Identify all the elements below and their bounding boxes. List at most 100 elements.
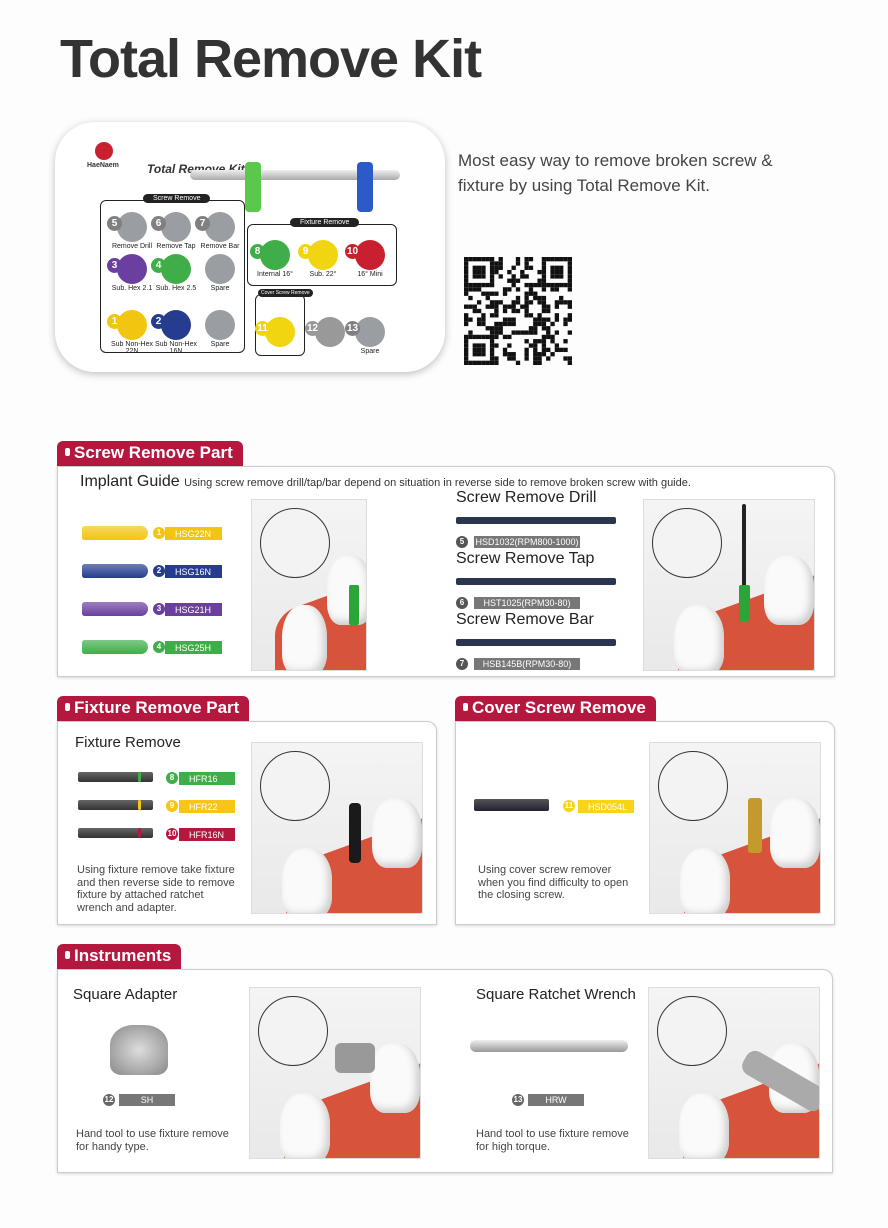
slot-number: 2 bbox=[151, 314, 166, 329]
fixture-remove-desc: Using fixture remove take fixture and th… bbox=[77, 864, 235, 914]
fixture-remover-image bbox=[78, 772, 153, 782]
color-band bbox=[138, 828, 141, 838]
ratchet-wrench-image bbox=[190, 170, 400, 180]
slot-label: Internal 16° bbox=[257, 271, 293, 278]
page-title: Total Remove Kit bbox=[60, 29, 482, 89]
fixture-remover-image bbox=[78, 828, 153, 838]
kit-slot bbox=[161, 212, 191, 242]
item-number: 9 bbox=[166, 800, 178, 812]
tool-number: 7 bbox=[456, 658, 468, 670]
implant-guide-image bbox=[82, 602, 148, 616]
slot-number: 7 bbox=[195, 216, 210, 231]
ratchet-wrench-image bbox=[470, 1040, 628, 1052]
guide-number: 3 bbox=[153, 603, 165, 615]
slot-label: Sub. 22° bbox=[309, 271, 337, 278]
slot-number: 5 bbox=[107, 216, 122, 231]
slot-label: Remove Drill bbox=[111, 243, 153, 250]
cover-screw-desc: Using cover screw remover when you find … bbox=[478, 864, 629, 901]
kit-slot bbox=[205, 254, 235, 284]
tooth-icon bbox=[463, 703, 468, 711]
kit-slot bbox=[161, 310, 191, 340]
cover-screw-panel: 11 HSD054L Using cover screw remover whe… bbox=[455, 721, 835, 925]
tab-instruments: Instruments bbox=[57, 944, 182, 969]
square-adapter-heading: Square Adapter bbox=[73, 986, 178, 1003]
tool-name: Screw Remove Tap bbox=[456, 550, 595, 567]
section-title: Fixture Remove Part bbox=[74, 698, 240, 717]
tool-number: 6 bbox=[456, 597, 468, 609]
fixture-remove-illustration bbox=[251, 742, 423, 914]
tooth-icon bbox=[65, 951, 70, 959]
kit-slot bbox=[260, 240, 290, 270]
group-label: Cover Screw Remove bbox=[258, 289, 313, 297]
item-number: 12 bbox=[103, 1094, 115, 1106]
cover-screw-illustration bbox=[649, 742, 821, 914]
slot-number: 9 bbox=[298, 244, 313, 259]
kit-slot bbox=[117, 254, 147, 284]
kit-slot bbox=[117, 212, 147, 242]
group-label: Fixture Remove bbox=[290, 218, 360, 227]
tool-image bbox=[456, 517, 616, 524]
item-code: HRW bbox=[528, 1094, 584, 1106]
tab-fixture-remove-part: Fixture Remove Part bbox=[57, 696, 250, 721]
guide-code: HSG22N bbox=[165, 527, 222, 540]
slot-number: 6 bbox=[151, 216, 166, 231]
fixture-remove-heading: Fixture Remove bbox=[75, 734, 181, 751]
slot-label: Sub. Hex 2.5 bbox=[155, 285, 197, 292]
slot-number: 1 bbox=[107, 314, 122, 329]
guide-code: HSG21H bbox=[165, 603, 222, 616]
screw-remove-group: Screw Remove bbox=[100, 194, 245, 353]
implant-guide-image bbox=[82, 526, 148, 540]
tool-number: 5 bbox=[456, 536, 468, 548]
implant-guide-heading: Implant Guide bbox=[80, 473, 180, 490]
slot-label: Spare bbox=[360, 348, 380, 355]
kit-slot bbox=[265, 317, 295, 347]
implant-guide-illustration bbox=[251, 499, 367, 671]
fixture-remover-image bbox=[78, 800, 153, 810]
screw-drill-illustration bbox=[643, 499, 815, 671]
tooth-icon bbox=[65, 448, 70, 456]
guide-code: HSG16N bbox=[165, 565, 222, 578]
item-code: SH bbox=[119, 1094, 175, 1106]
kit-slot bbox=[117, 310, 147, 340]
color-band bbox=[138, 800, 141, 810]
instruments-panel: Square Adapter 12 SH Hand tool to use fi… bbox=[57, 969, 833, 1173]
item-number: 13 bbox=[512, 1094, 524, 1106]
implant-guide-image bbox=[82, 640, 148, 654]
guide-number: 1 bbox=[153, 527, 165, 539]
item-code: HSD054L bbox=[578, 800, 634, 813]
slot-number: 12 bbox=[305, 321, 320, 336]
tool-image bbox=[456, 578, 616, 585]
tool-name: Screw Remove Drill bbox=[456, 489, 597, 506]
qr-code[interactable] bbox=[463, 257, 573, 365]
square-adapter-illustration bbox=[249, 987, 421, 1159]
guide-number: 2 bbox=[153, 565, 165, 577]
slot-label: Spare bbox=[210, 341, 230, 348]
slot-label: Sub Non-Hex 22N bbox=[110, 341, 154, 355]
slot-number: 11 bbox=[255, 321, 270, 336]
guide-number: 4 bbox=[153, 641, 165, 653]
tool-code: HST1025(RPM30-80) bbox=[474, 597, 580, 609]
implant-guide-image bbox=[82, 564, 148, 578]
tagline: Most easy way to remove broken screw & f… bbox=[458, 151, 773, 195]
tool-code: HSD1032(RPM800-1000) bbox=[474, 536, 580, 548]
slot-number: 10 bbox=[345, 244, 360, 259]
kit-slot bbox=[315, 317, 345, 347]
kit-slot bbox=[205, 310, 235, 340]
section-title: Instruments bbox=[74, 946, 172, 965]
slot-label: Remove Bar bbox=[200, 243, 240, 250]
slot-number: 13 bbox=[345, 321, 360, 336]
color-band bbox=[138, 772, 141, 782]
screw-remove-panel: Implant Guide Using screw remove drill/t… bbox=[57, 466, 835, 677]
section-title: Cover Screw Remove bbox=[472, 698, 646, 717]
tool-image bbox=[456, 639, 616, 646]
guide-code: HSG25H bbox=[165, 641, 222, 654]
kit-slot bbox=[308, 240, 338, 270]
kit-brand: HaeNaem bbox=[87, 162, 119, 169]
ratchet-wrench-desc: Hand tool to use fixture remove for high… bbox=[476, 1128, 629, 1153]
tab-screw-remove-part: Screw Remove Part bbox=[57, 441, 243, 466]
tool-name: Screw Remove Bar bbox=[456, 611, 594, 628]
item-number: 11 bbox=[563, 800, 575, 812]
slot-label: 16° Mini bbox=[357, 271, 383, 278]
kit-slot bbox=[161, 254, 191, 284]
